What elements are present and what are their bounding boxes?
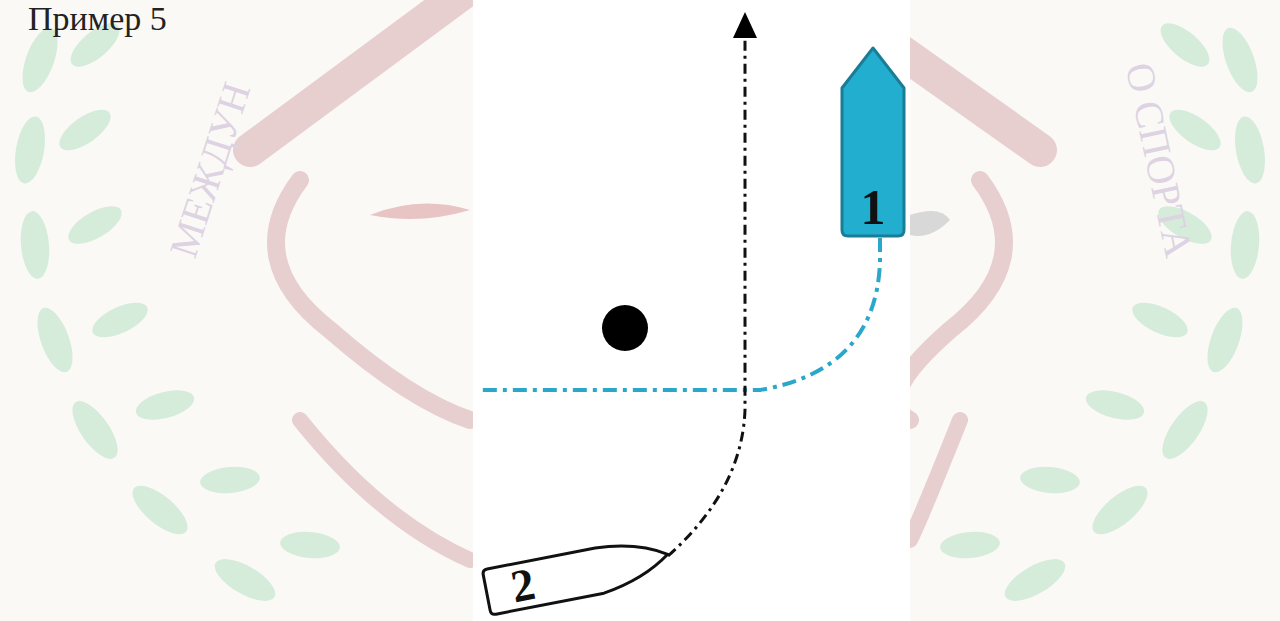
example-title: Пример 5 [28,2,167,36]
boat1-track [480,238,880,390]
boat-1: 1 [840,46,906,238]
diagram-field [473,0,910,621]
watermark-text: МЕЖДУН [163,78,257,262]
flag-mark [910,211,950,236]
watermark-text: О СПОРТА [1119,59,1199,260]
boat2-track [668,36,745,556]
boat-hull [479,530,676,619]
boat-number: 1 [861,182,886,232]
mark-buoy [602,305,648,351]
boat-2: 2 [479,530,676,619]
track-arrowhead [733,12,757,38]
flag-mark [370,204,470,219]
